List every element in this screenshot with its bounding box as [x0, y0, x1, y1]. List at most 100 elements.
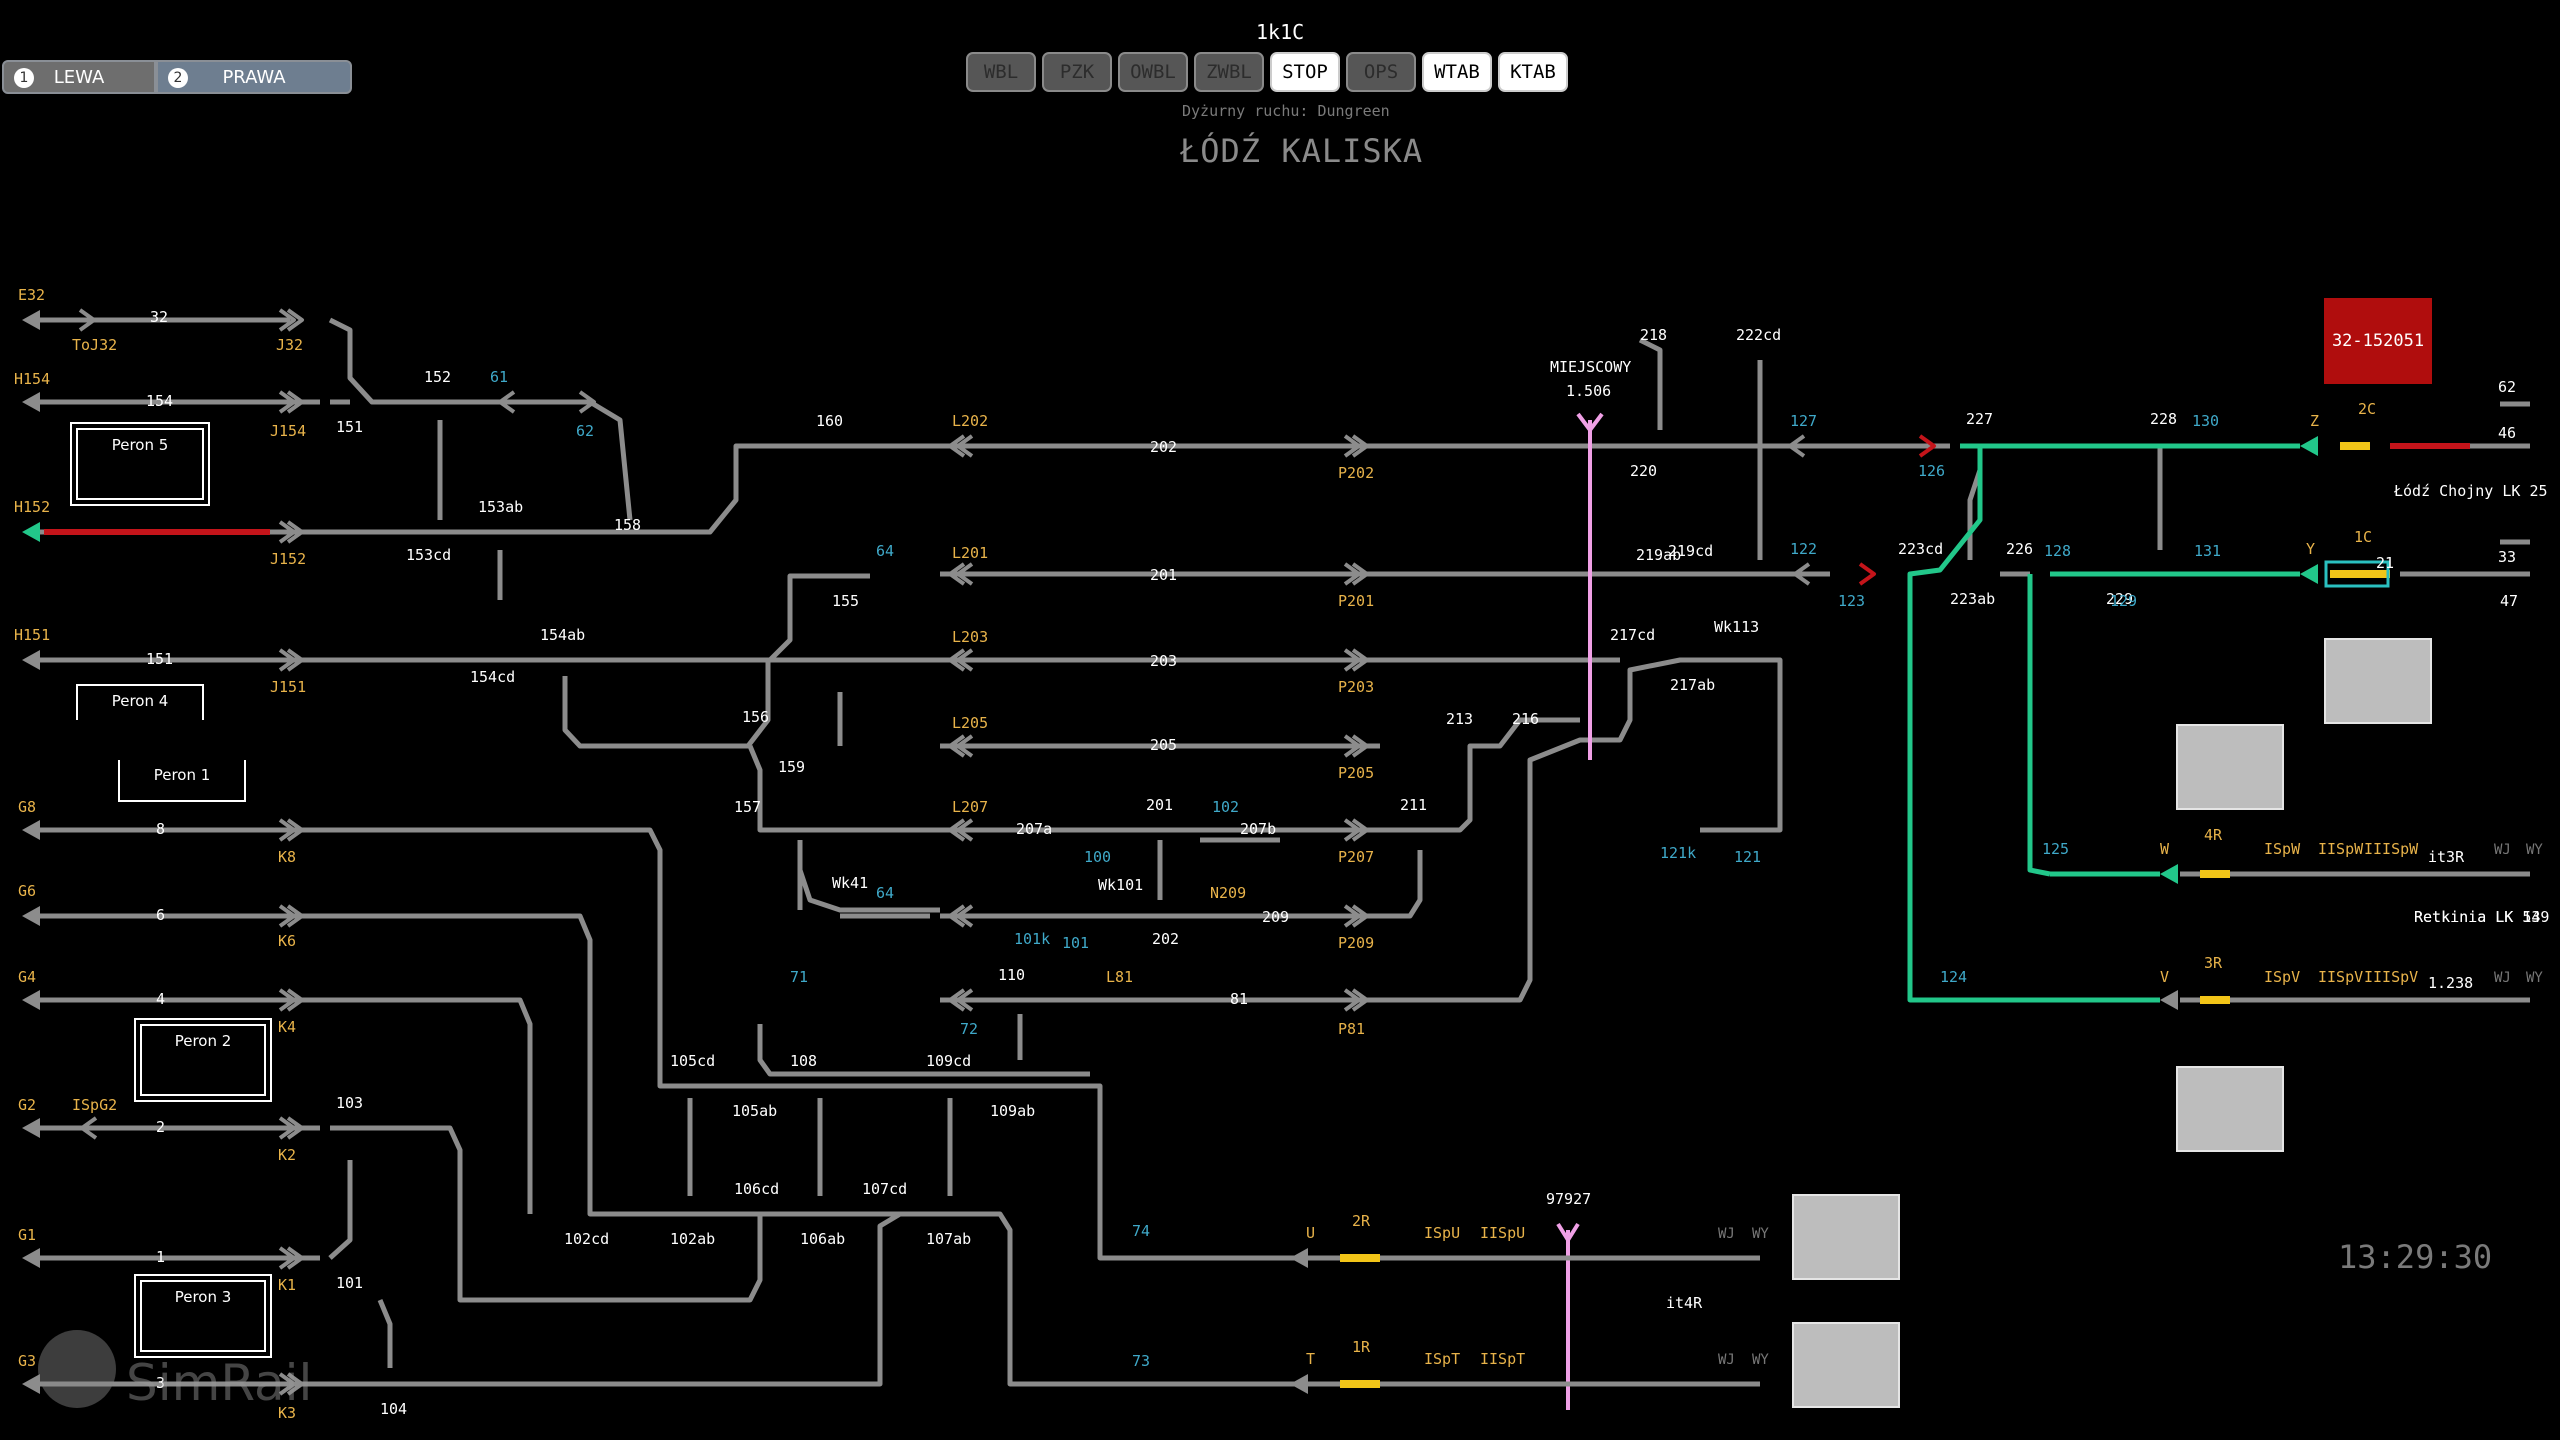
- track-label: 151: [146, 650, 173, 668]
- track-label: G1: [18, 1226, 36, 1244]
- track-label: 62: [576, 422, 594, 440]
- signal-icon: [22, 906, 40, 926]
- track-segment: [1380, 850, 1423, 919]
- button-ktab[interactable]: KTAB: [1498, 52, 1568, 92]
- tab-prawa[interactable]: 2 PRAWA: [156, 60, 352, 94]
- track-label: 4R: [2204, 826, 2223, 844]
- track-label: 202: [1152, 930, 1179, 948]
- track-label: G8: [18, 798, 36, 816]
- track-label: ISpW: [2264, 840, 2301, 858]
- double-chevron-icon: [948, 988, 966, 1012]
- track-label: 226: [2006, 540, 2033, 558]
- track-label: 219cd: [1668, 542, 1713, 560]
- track-segment: [797, 869, 940, 913]
- signal-icon: [2160, 990, 2178, 1010]
- track-label: 158: [614, 516, 641, 534]
- track-label: L81: [1106, 968, 1133, 986]
- double-chevron-icon: [948, 562, 966, 586]
- crossing-signal-icon: [1576, 412, 1604, 436]
- track-label: J152: [270, 550, 306, 568]
- double-chevron-icon: [948, 434, 966, 458]
- button-ops[interactable]: OPS: [1346, 52, 1416, 92]
- signal-icon: [22, 820, 40, 840]
- track-label: 2: [156, 1118, 165, 1136]
- track-label: IIISpW: [2364, 840, 2419, 858]
- track-label: ISpU: [1424, 1224, 1460, 1242]
- track-label: K6: [278, 932, 296, 950]
- info-panel: [1792, 1322, 1900, 1408]
- track-label: 46: [2498, 424, 2516, 442]
- signal-icon: [2300, 436, 2318, 456]
- simrail-logo: SimRail: [34, 1330, 312, 1412]
- button-zwbl[interactable]: ZWBL: [1194, 52, 1264, 92]
- double-chevron-icon: [286, 904, 304, 928]
- track-segment: [330, 1125, 1000, 1303]
- track-label: 125: [2042, 840, 2069, 858]
- chevron-icon: [498, 390, 516, 414]
- track-label: Retkinia LK 539: [2414, 908, 2549, 926]
- track-label: it3R: [2428, 848, 2465, 866]
- track-label: IISpW: [2318, 840, 2364, 858]
- track-label: 64: [876, 542, 894, 560]
- track-label: 106ab: [800, 1230, 845, 1248]
- double-chevron-icon: [278, 308, 296, 332]
- track-label: L201: [952, 544, 988, 562]
- track-label: 156: [742, 708, 769, 726]
- tab-label: PRAWA: [222, 66, 286, 88]
- logo-text: SimRail: [126, 1354, 313, 1412]
- train-number-box[interactable]: 32-152051: [2324, 298, 2432, 384]
- double-chevron-icon: [286, 1246, 304, 1270]
- track-label: 1.238: [2428, 974, 2473, 992]
- route-track: [1907, 446, 1983, 1003]
- chevron-icon: [80, 1116, 98, 1140]
- track-label: P207: [1338, 848, 1374, 866]
- signal-icon: [22, 650, 40, 670]
- track-label: 217ab: [1670, 676, 1715, 694]
- signal-icon: [22, 1118, 40, 1138]
- button-stop[interactable]: STOP: [1270, 52, 1340, 92]
- double-chevron-icon: [1351, 562, 1369, 586]
- track-label: 213: [1446, 710, 1473, 728]
- track-label: ISpT: [1424, 1350, 1460, 1368]
- track-label: Wk113: [1714, 618, 1759, 636]
- double-chevron-icon: [286, 988, 304, 1012]
- route-track: [2027, 574, 2051, 877]
- tab-lewa[interactable]: 1 LEWA: [2, 60, 156, 94]
- double-chevron-icon: [1351, 904, 1369, 928]
- button-owbl[interactable]: OWBL: [1118, 52, 1188, 92]
- track-label: G6: [18, 882, 36, 900]
- track-segment: [1380, 717, 1580, 833]
- track-segment: [1380, 657, 1760, 1003]
- track-label: IIISpV: [2364, 968, 2418, 986]
- double-chevron-icon: [956, 904, 974, 928]
- track-label: WJ: [1718, 1352, 1735, 1368]
- track-segment: [747, 745, 940, 833]
- double-chevron-icon: [1343, 648, 1361, 672]
- track-segment: [320, 827, 1290, 1261]
- track-label: 218: [1640, 326, 1667, 344]
- track-label: IISpT: [1480, 1350, 1525, 1368]
- track-label: Y: [2306, 540, 2315, 558]
- track-label: 207a: [1016, 820, 1052, 838]
- track-label: 106cd: [734, 1180, 779, 1198]
- double-chevron-icon: [286, 818, 304, 842]
- track-label: H152: [14, 498, 50, 516]
- double-chevron-icon: [948, 734, 966, 758]
- track-label: 1C: [2354, 528, 2372, 546]
- track-label: 1.506: [1566, 382, 1611, 400]
- double-chevron-icon: [278, 818, 296, 842]
- tab-number: 1: [14, 68, 34, 88]
- button-wtab[interactable]: WTAB: [1422, 52, 1492, 92]
- double-chevron-icon: [956, 562, 974, 586]
- button-pzk[interactable]: PZK: [1042, 52, 1112, 92]
- track-label: V: [2160, 968, 2169, 986]
- track-segment: [588, 399, 633, 521]
- track-label: T: [1306, 1350, 1315, 1368]
- selected-train-frame: [2324, 560, 2390, 588]
- button-wbl[interactable]: WBL: [966, 52, 1036, 92]
- platform-5: Peron 5: [76, 428, 204, 500]
- double-chevron-icon: [1343, 818, 1361, 842]
- track-label: 209: [1262, 908, 1289, 926]
- track-label: E32: [18, 286, 45, 304]
